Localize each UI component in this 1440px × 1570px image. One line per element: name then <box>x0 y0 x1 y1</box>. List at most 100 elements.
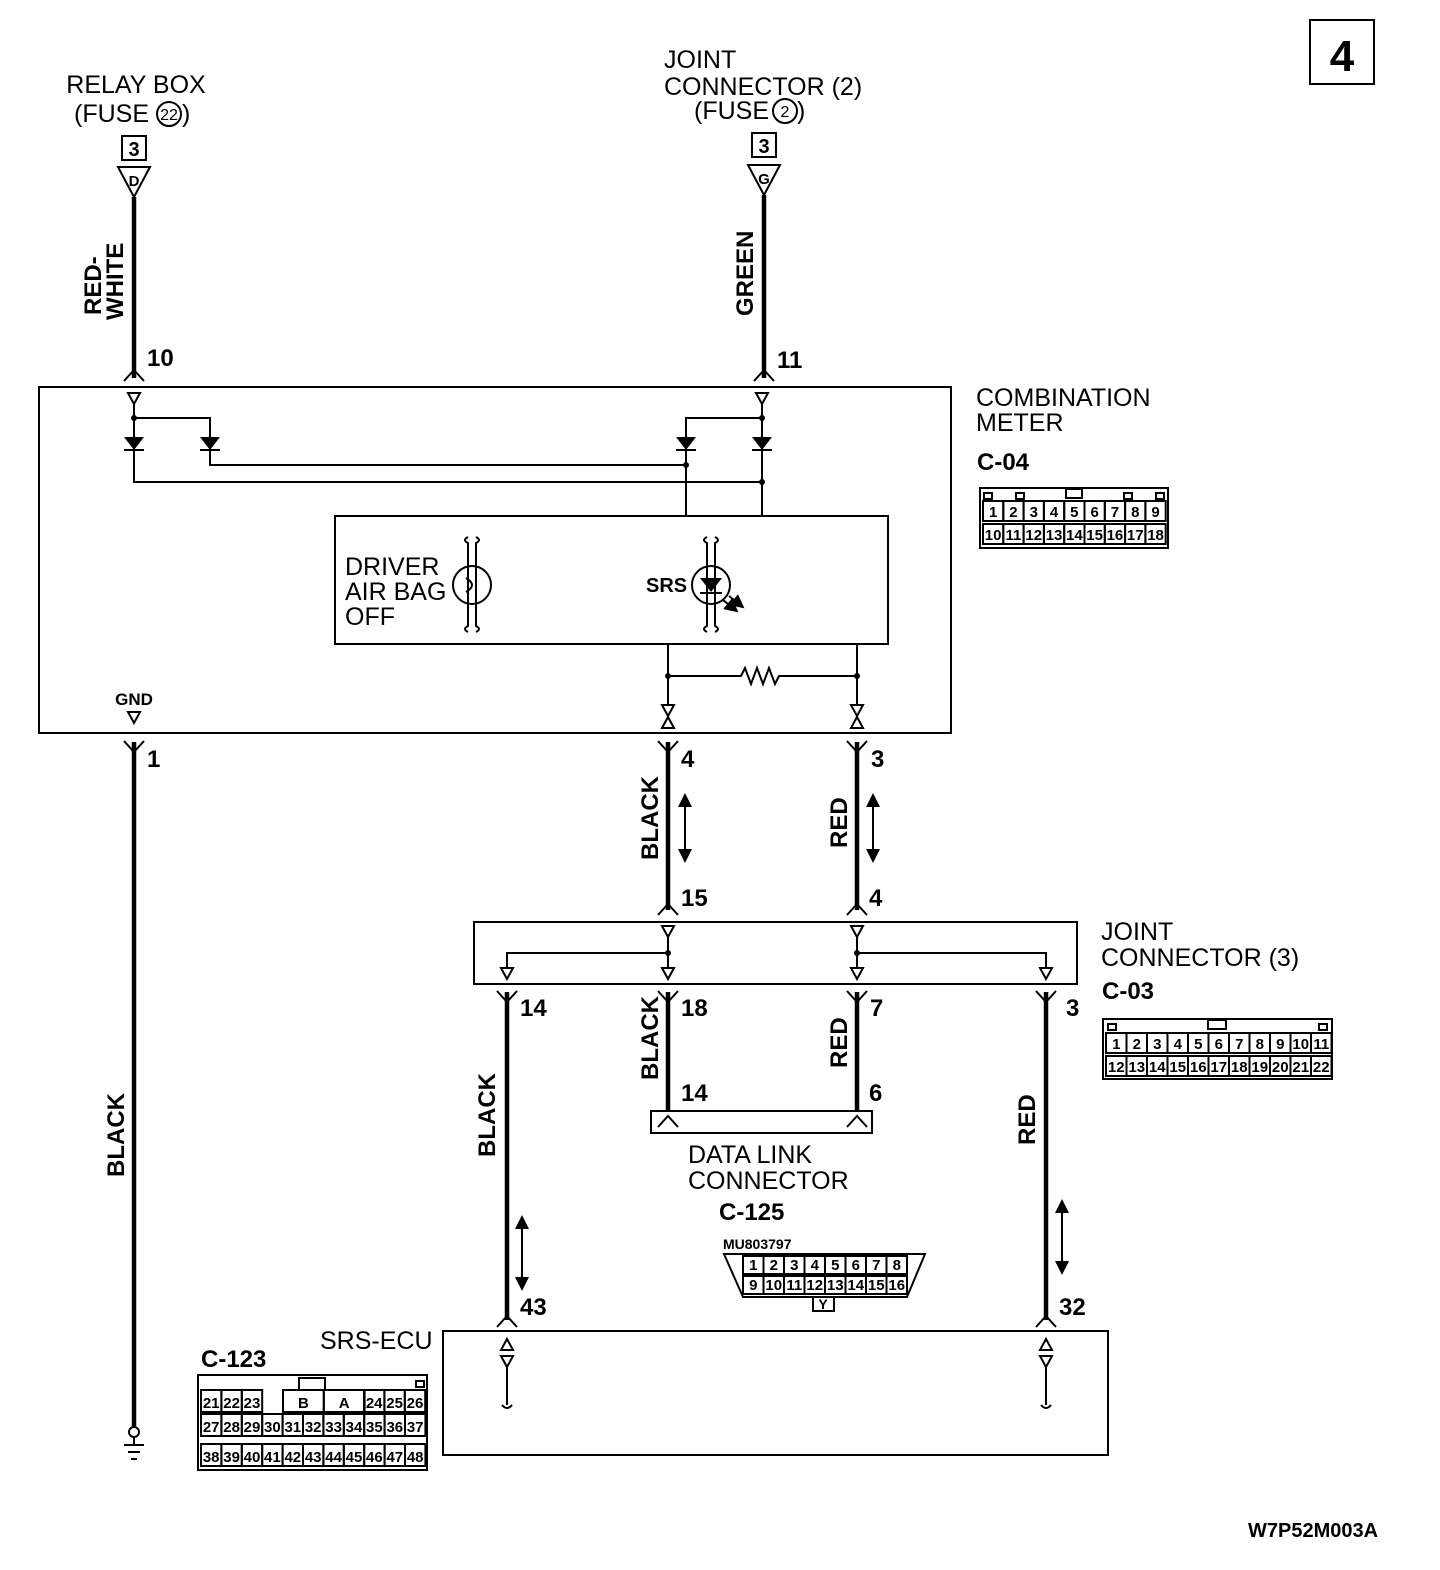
pin-cell <box>1144 523 1167 545</box>
pin-number: 3 <box>790 1257 798 1274</box>
pin-number: 1 <box>749 1257 757 1274</box>
pin-number: 4 <box>811 1257 820 1274</box>
srs-lamp-label: SRS <box>646 575 687 597</box>
pin-number: 9 <box>1276 1036 1284 1053</box>
pin-number: 12 <box>806 1277 823 1294</box>
ground-wire-color: BLACK <box>103 1092 130 1177</box>
relay-box-page-ref: 3 <box>128 139 139 161</box>
pin-number: 4 <box>1050 504 1059 521</box>
pin-cell <box>1310 1055 1333 1077</box>
pin-number: 2 <box>770 1257 778 1274</box>
pin-number: 11 <box>786 1277 802 1294</box>
pin-number: 48 <box>407 1449 424 1466</box>
meter-to-jc3-wires: 4 3 BLACK RED 15 4 <box>637 740 884 916</box>
pin-number: 16 <box>888 1277 905 1294</box>
joint-connector-2-source: JOINT CONNECTOR (2) (FUSE 2 ) 3 G GREEN … <box>664 46 862 382</box>
jc2-fuse-number: 2 <box>781 104 790 121</box>
jc2-fuse-suffix: ) <box>797 97 805 125</box>
pin-number: 5 <box>1070 504 1078 521</box>
pin-number: 16 <box>1107 527 1124 544</box>
pin-number: 10 <box>1292 1036 1309 1053</box>
srs-ecu-code: C-123 <box>201 1346 266 1373</box>
gnd-label: GND <box>115 690 153 709</box>
pin-number: 12 <box>1025 527 1042 544</box>
pin-number: 23 <box>244 1395 261 1412</box>
pin-number: 10 <box>765 1277 782 1294</box>
pin-number: 45 <box>346 1449 363 1466</box>
pin-number: 15 <box>1169 1059 1186 1076</box>
pin-number: B <box>298 1395 309 1412</box>
pin-number: 33 <box>325 1419 342 1436</box>
srs-led-icon <box>691 565 731 605</box>
resistor-icon <box>668 665 857 687</box>
pin-1: 1 <box>147 746 160 773</box>
diode-icon <box>124 437 144 450</box>
pin-number: 6 <box>1090 504 1098 521</box>
diode-icon <box>200 437 220 450</box>
pin-number: 7 <box>1111 504 1119 521</box>
pin-number: 44 <box>325 1449 342 1466</box>
wire-color-red: RED- <box>80 256 107 315</box>
driver-air-bag-off-line3: OFF <box>345 603 395 631</box>
pin-number: 14 <box>1149 1059 1166 1076</box>
relay-box-fuse-number: 22 <box>160 107 178 124</box>
terminal-triangle-icon <box>746 164 782 198</box>
pin-number: 9 <box>1151 504 1159 521</box>
pin-number: 2 <box>1009 504 1017 521</box>
pin-number: 38 <box>203 1449 220 1466</box>
page-ref-box <box>121 135 147 161</box>
pin-number: 27 <box>203 1419 220 1436</box>
terminal-triangle-icon <box>126 711 142 726</box>
jc3-box <box>473 921 1078 985</box>
pin-number: 19 <box>1251 1059 1268 1076</box>
pin-number: 41 <box>264 1449 281 1466</box>
dlc-red-color: RED <box>826 1017 853 1068</box>
relay-box-source: RELAY BOX (FUSE 22 ) 3 D RED- WHITE 10 <box>66 71 206 382</box>
fuse-circle-icon <box>156 101 182 127</box>
pin-number: 47 <box>386 1449 403 1466</box>
indicator-lamp-box <box>334 515 889 645</box>
srs-ecu-title: SRS-ECU <box>320 1327 433 1355</box>
pin-number: 34 <box>346 1419 363 1436</box>
jc3-label-line1: JOINT <box>1101 918 1173 946</box>
pin-number: 13 <box>1046 527 1063 544</box>
pin-number: 20 <box>1272 1059 1289 1076</box>
pin-cell <box>404 1413 427 1437</box>
connector-chevron-icon <box>123 368 145 382</box>
pin-number: 14 <box>847 1277 864 1294</box>
jc3-pin-4: 4 <box>869 885 883 912</box>
pin-number: 7 <box>1235 1036 1243 1053</box>
ground-wire-section: 1 BLACK <box>103 740 160 1460</box>
pin-number: 13 <box>827 1277 844 1294</box>
dlc-black-color: BLACK <box>637 995 664 1080</box>
pin-number: 25 <box>386 1395 403 1412</box>
pin-number: 5 <box>831 1257 839 1274</box>
jc3-pin-14: 14 <box>520 995 547 1022</box>
terminal-triangle-icon <box>126 392 142 407</box>
pin-10: 10 <box>147 345 174 372</box>
pin-cell <box>885 1275 908 1295</box>
pin-number: 6 <box>852 1257 860 1274</box>
pin-number: 17 <box>1210 1059 1227 1076</box>
pin-number: 15 <box>868 1277 885 1294</box>
pin-number: 21 <box>203 1395 220 1412</box>
combination-meter-box <box>38 386 952 734</box>
pin-number: 22 <box>223 1395 240 1412</box>
pin-number: 16 <box>1190 1059 1207 1076</box>
pin-number: 40 <box>244 1449 261 1466</box>
connector-chevron-icon <box>753 368 775 382</box>
pin-number: 26 <box>407 1395 424 1412</box>
dlc-label-line2: CONNECTOR <box>688 1167 849 1195</box>
pin-number: 11 <box>1006 527 1022 544</box>
relay-box-fuse-suffix: ) <box>182 100 190 128</box>
